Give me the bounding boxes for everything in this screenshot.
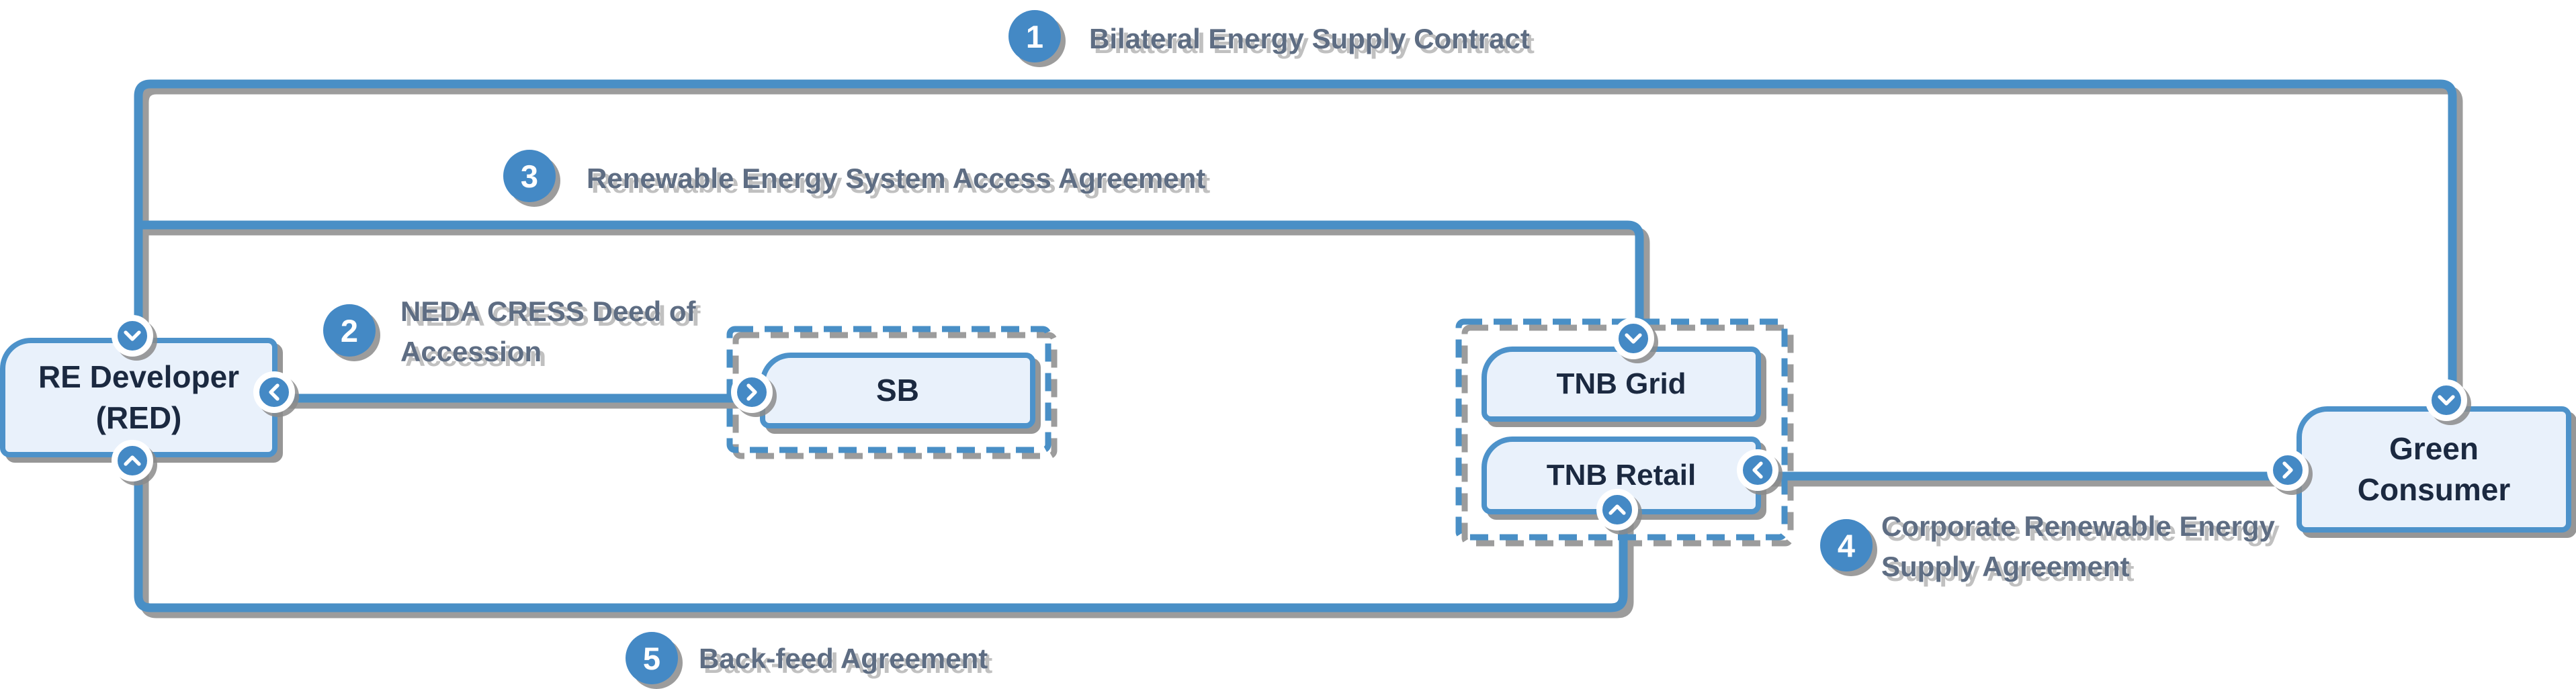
agreement-3-label: Renewable Energy System Access Agreement: [587, 163, 1206, 194]
chevron-right-icon: [2267, 449, 2309, 491]
chevron-up-icon: [112, 440, 153, 481]
chevron-down-icon: [1613, 318, 1654, 359]
agreement-4-label: Corporate Renewable Energy Supply Agreem…: [1881, 510, 2275, 582]
line-renewable-energy-system-access-agreement: [134, 220, 1644, 349]
node-green-consumer-label: Green Consumer: [2357, 431, 2511, 507]
chevron-right-icon: [731, 371, 773, 413]
node-tnb-grid-label: TNB Grid: [1556, 367, 1686, 400]
chevron-left-icon: [253, 371, 295, 413]
node-re-developer-red-label: RE Developer (RED): [38, 359, 240, 435]
chevron-left-icon: [1737, 449, 1778, 491]
node-tnb-retail-label: TNB Retail: [1546, 458, 1697, 492]
chevron-up-icon: [1596, 489, 1638, 531]
agreement-3-badge: 3: [503, 150, 556, 202]
agreement-2-badge: 2: [323, 304, 376, 357]
chevron-down-icon: [2425, 379, 2467, 421]
agreement-2-label: NEDA CRESS Deed of Accession: [400, 295, 696, 367]
node-green-consumer: Green Consumer: [2296, 406, 2571, 533]
chevron-down-icon: [112, 315, 153, 357]
node-sb-label: SB: [876, 373, 919, 408]
node-tnb-grid: TNB Grid: [1482, 347, 1761, 422]
agreement-1-badge: 1: [1008, 10, 1061, 62]
agreement-4-badge: 4: [1820, 519, 1873, 571]
node-sb: SB: [760, 353, 1035, 428]
agreement-5-badge: 5: [626, 632, 678, 684]
agreement-1-label: Bilateral Energy Supply Contract: [1089, 23, 1530, 54]
agreement-5-label: Back-feed Agreement: [699, 643, 988, 674]
line-bilateral-energy-supply-contract: [134, 79, 2457, 410]
sb-dashed-boundary: [726, 326, 1051, 453]
node-re-developer-red: RE Developer (RED): [0, 338, 277, 457]
line-back-feed-agreement: [134, 462, 1628, 612]
